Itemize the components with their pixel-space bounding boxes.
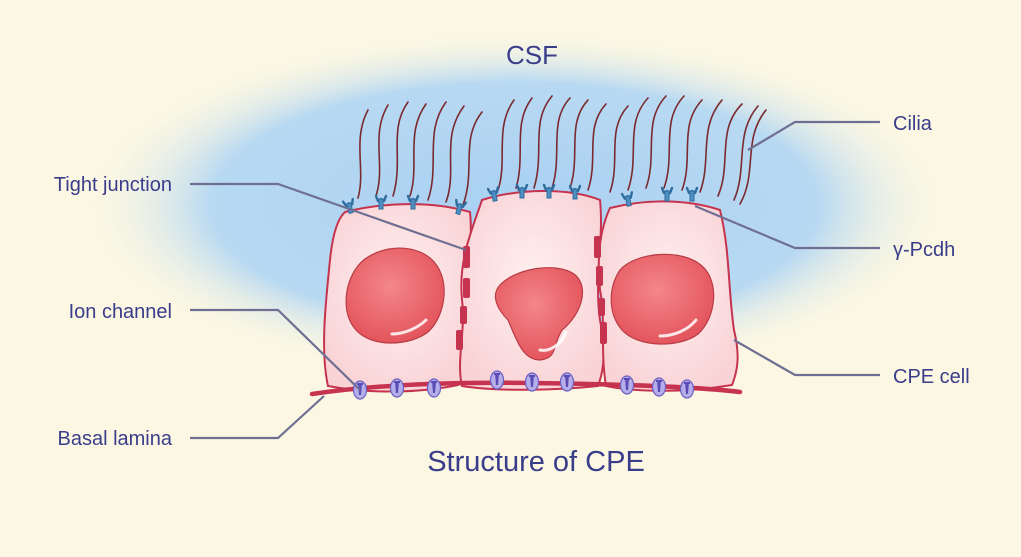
diagram-title: Structure of CPE [427,446,645,478]
ion-channel-leader [190,308,361,391]
tight-junction-label: Tight junction [54,174,172,196]
nucleus-1 [345,247,445,344]
cilia-leader [747,120,880,151]
tight-junction-leader [190,182,467,252]
csf-label: CSF [506,40,558,70]
cilia-label: Cilia [893,113,933,135]
basal-lamina-label: Basal lamina [57,428,172,450]
basal-lamina-leader [190,395,325,440]
leader-lines [190,120,880,440]
cpe-cell-label: CPE cell [893,366,970,388]
pcdh-label: γ-Pcdh [893,239,955,261]
nucleus-2 [494,267,584,361]
ion-channel-label: Ion channel [69,301,172,323]
cpe-cell-1 [323,203,473,393]
nucleus-3 [610,253,715,345]
cpe-cell-2 [459,190,605,391]
tight-junctions [456,236,607,350]
cpe-cell-3 [597,200,739,392]
pcdh-leader [694,204,880,250]
cilia-group [357,95,767,206]
cpe-cell-leader [733,339,880,377]
